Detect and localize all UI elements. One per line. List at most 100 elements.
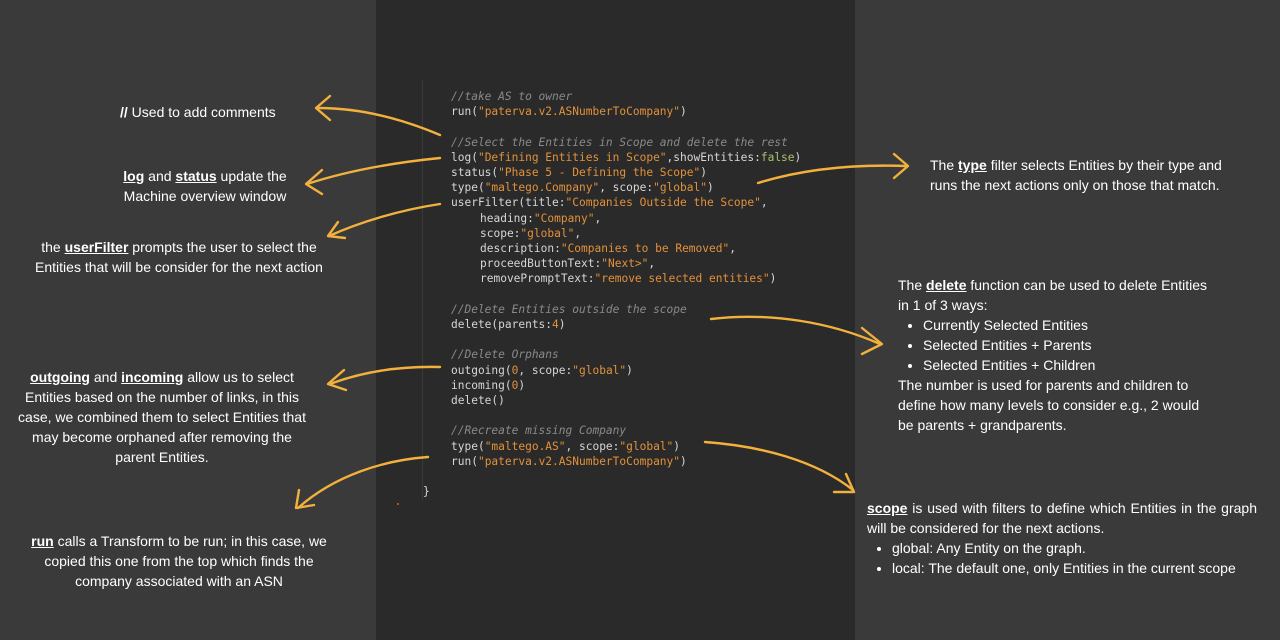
code-line: type("maltego.AS", scope:"global") xyxy=(451,439,680,454)
code-line: //Delete Entities outside the scope xyxy=(451,302,687,317)
note-comments-keyword: // xyxy=(120,104,128,120)
note-status-keyword: status xyxy=(175,168,217,184)
code-token: type( xyxy=(451,181,485,195)
note-incoming-keyword: incoming xyxy=(121,369,184,385)
note-type-pre: The xyxy=(930,157,959,173)
code-token: "global" xyxy=(572,363,627,377)
code-token: type( xyxy=(451,439,485,453)
note-run-keyword: run xyxy=(31,533,54,549)
code-token: , xyxy=(648,257,656,271)
code-token: "maltego.AS" xyxy=(484,439,566,453)
code-token: incoming( xyxy=(451,378,512,392)
code-token: "global" xyxy=(520,226,575,240)
code-token: description: xyxy=(480,242,561,255)
code-line: scope:"global", xyxy=(480,226,581,241)
note-delete-pre: The xyxy=(898,277,927,293)
code-token: "global" xyxy=(653,181,707,195)
note-userfilter-text: prompts the user to select the Entities … xyxy=(35,239,323,275)
code-token: "Next>" xyxy=(601,257,649,271)
code-line: delete(parents:4) xyxy=(451,317,566,332)
note-comments: // Used to add comments xyxy=(120,102,320,122)
code-line: status("Phase 5 - Defining the Scope") xyxy=(451,165,707,180)
note-log-keyword: log xyxy=(123,168,145,184)
code-token: "Company" xyxy=(533,211,595,225)
code-token: ) xyxy=(706,181,714,195)
code-token: , scope: xyxy=(599,181,654,195)
note-userfilter-keyword: userFilter xyxy=(64,239,129,255)
code-token: //Recreate missing Company xyxy=(451,424,627,438)
code-line: outgoing(0, scope:"global") xyxy=(451,363,633,378)
note-scope-list: global: Any Entity on the graph. local: … xyxy=(867,538,1257,578)
left-annotation-panel xyxy=(0,0,376,640)
code-token: ) xyxy=(518,378,526,392)
right-annotation-panel xyxy=(855,0,1280,640)
note-delete-list: Currently Selected Entities Selected Ent… xyxy=(898,315,1216,375)
code-token: proceedButtonText: xyxy=(480,257,602,271)
list-item: Currently Selected Entities xyxy=(923,315,1216,335)
note-comments-text: Used to add comments xyxy=(127,104,276,120)
code-token: "remove selected entities" xyxy=(594,272,770,286)
code-line: userFilter(title:"Companies Outside the … xyxy=(451,195,768,210)
code-token: , xyxy=(760,196,768,210)
list-item: global: Any Entity on the graph. xyxy=(892,538,1257,558)
code-token: ) xyxy=(673,439,681,453)
code-line: incoming(0) xyxy=(451,378,525,393)
code-token: ) xyxy=(558,318,566,331)
code-line: removePromptText:"remove selected entiti… xyxy=(480,271,776,286)
code-token: , scope: xyxy=(565,439,620,453)
note-type-keyword: type xyxy=(958,157,987,173)
note-scope-keyword: scope xyxy=(867,500,908,516)
note-delete: The delete function can be used to delet… xyxy=(898,275,1216,435)
code-token: "paterva.v2.ASNumberToCompany" xyxy=(477,454,681,468)
code-token: run( xyxy=(451,105,478,119)
code-token: //take AS to owner xyxy=(451,90,573,103)
note-log-status: log and status update the Machine overvi… xyxy=(100,166,310,206)
note-run: run calls a Transform to be run; in this… xyxy=(30,531,328,591)
code-token: false xyxy=(760,150,795,164)
code-line: heading:"Company", xyxy=(480,211,601,226)
note-delete-intro: The delete function can be used to delet… xyxy=(898,275,1216,315)
code-line: //Recreate missing Company xyxy=(451,423,626,438)
code-token: , scope: xyxy=(518,363,573,377)
code-token: delete(parents: xyxy=(451,318,553,331)
code-token: "global" xyxy=(619,439,674,453)
code-token: "Defining Entities in Scope" xyxy=(477,150,667,164)
code-token: heading: xyxy=(480,211,534,225)
code-token: 0 xyxy=(511,378,519,392)
closing-brace: } xyxy=(423,485,430,499)
code-token: 4 xyxy=(552,318,559,331)
note-run-text: calls a Transform to be run; in this cas… xyxy=(44,533,327,589)
list-item: local: The default one, only Entities in… xyxy=(892,558,1257,578)
list-item: Selected Entities + Children xyxy=(923,355,1216,375)
code-token: ) xyxy=(680,105,687,119)
code-token: status( xyxy=(451,166,499,179)
code-token: //Delete Entities outside the scope xyxy=(451,302,687,316)
note-delete-text: function can be used to delete Entities … xyxy=(898,277,1207,313)
note-outgoing-incoming: outgoing and incoming allow us to select… xyxy=(16,367,308,467)
cursor-marker xyxy=(397,503,399,505)
note-delete-keyword: delete xyxy=(926,277,967,293)
code-token: ) xyxy=(769,272,777,286)
code-token: "Phase 5 - Defining the Scope" xyxy=(498,166,701,179)
code-token: userFilter(title: xyxy=(451,196,566,210)
note-scope: scope is used with filters to define whi… xyxy=(867,498,1257,578)
code-token: "Companies Outside the Scope" xyxy=(565,196,761,210)
code-token: , xyxy=(594,211,602,225)
note-outgoing-incoming-mid: and xyxy=(90,369,122,385)
note-type-text: filter selects Entities by their type an… xyxy=(930,157,1222,193)
code-token: ) xyxy=(794,150,802,164)
code-token: , xyxy=(729,242,736,255)
code-token: //Delete Orphans xyxy=(451,348,559,362)
code-token: ) xyxy=(626,363,633,377)
code-token: //Select the Entities in Scope and delet… xyxy=(451,135,788,149)
code-token: delete() xyxy=(451,394,505,407)
code-line: type("maltego.Company", scope:"global") xyxy=(451,180,714,195)
code-token: log( xyxy=(451,150,478,164)
code-line: log("Defining Entities in Scope",showEnt… xyxy=(451,150,801,165)
code-token: run( xyxy=(451,454,478,468)
code-line: //take AS to owner xyxy=(451,89,572,104)
code-token: scope: xyxy=(480,226,521,240)
code-line: //Delete Orphans xyxy=(451,347,559,362)
code-token: ,showEntities: xyxy=(666,150,761,164)
code-token: "maltego.Company" xyxy=(484,181,600,195)
